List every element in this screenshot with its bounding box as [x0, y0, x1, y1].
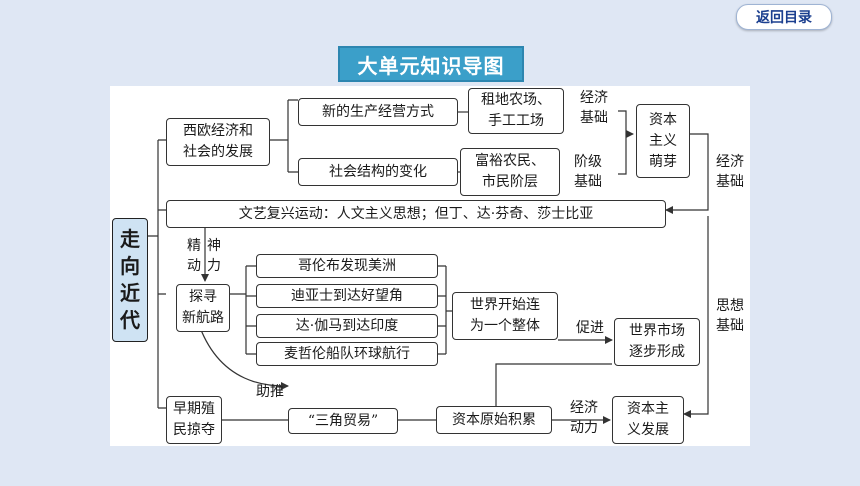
- node-west-europe: 西欧经济和 社会的发展: [166, 118, 270, 166]
- node-world-market-text: 世界市场 逐步形成: [629, 323, 685, 360]
- node-rent-farms: 租地农场、 手工工场: [468, 88, 564, 134]
- node-dias-text: 迪亚士到达好望角: [291, 287, 403, 304]
- to-sprout-line-bottom: [618, 134, 627, 175]
- node-columbus-text: 哥伦布发现美洲: [298, 257, 396, 274]
- node-world-connected-text: 世界开始连 为一个整体: [470, 297, 540, 334]
- accumulation-up-line: [495, 363, 612, 406]
- label-thought-basis: 思想 基础: [716, 298, 744, 334]
- exploration-branch-line: [230, 265, 256, 355]
- node-rich-farmers-text: 富裕农民、 市民阶层: [475, 153, 545, 190]
- voyages-merge-line: [438, 265, 452, 355]
- node-exploration-text: 探寻 新航路: [182, 289, 224, 326]
- node-rich-farmers: 富裕农民、 市民阶层: [460, 148, 560, 196]
- node-capitalism-sprout: 资本 主义 萌芽: [636, 104, 690, 178]
- label-econ-drive: 经济 动力: [570, 400, 598, 436]
- sprout-to-renaissance-arrow: [665, 133, 709, 214]
- node-gama: 达·伽马到达印度: [256, 314, 438, 338]
- label-econ-basis-1: 经济 基础: [580, 90, 608, 126]
- label-assist: 助推: [256, 384, 284, 400]
- mind-map-canvas: 走 向 近 代 西欧经济和 社会的发展 新的生产经营方式 租地农场、 手工工场 …: [110, 86, 750, 446]
- node-social-change: 社会结构的变化: [298, 158, 458, 186]
- label-spirit-drive: 精神 动力: [187, 238, 227, 274]
- side-title-text: 走 向 近 代: [120, 227, 140, 332]
- back-to-contents-button[interactable]: 返回目录: [736, 4, 832, 30]
- label-promote: 促进: [576, 320, 604, 336]
- node-primitive-accumulation-text: 资本原始积累: [452, 411, 536, 428]
- node-capitalism-dev: 资本主 义发展: [612, 396, 684, 444]
- node-dias: 迪亚士到达好望角: [256, 284, 438, 308]
- to-sprout-line-top: [618, 110, 627, 134]
- node-colonial: 早期殖 民掠夺: [166, 396, 222, 444]
- node-magellan-text: 麦哲伦船队环球航行: [284, 345, 410, 362]
- side-bracket-line: [148, 139, 166, 409]
- thought-basis-arrow: [683, 216, 709, 418]
- side-title-box: 走 向 近 代: [112, 218, 148, 342]
- node-rent-farms-text: 租地农场、 手工工场: [481, 92, 551, 129]
- node-exploration: 探寻 新航路: [176, 284, 230, 332]
- node-new-production-text: 新的生产经营方式: [322, 103, 434, 120]
- node-world-connected: 世界开始连 为一个整体: [452, 292, 558, 340]
- node-triangle-trade-text: “三角贸易”: [307, 412, 379, 429]
- assist-curve-arrow: [197, 321, 289, 390]
- node-world-market: 世界市场 逐步形成: [614, 318, 700, 366]
- label-class-basis: 阶级 基础: [574, 154, 602, 190]
- node-west-europe-text: 西欧经济和 社会的发展: [183, 123, 253, 160]
- node-columbus: 哥伦布发现美洲: [256, 254, 438, 278]
- node-colonial-text: 早期殖 民掠夺: [173, 401, 215, 438]
- node-renaissance: 文艺复兴运动：人文主义思想；但丁、达·芬奇、莎士比亚: [166, 200, 666, 228]
- node-triangle-trade: “三角贸易”: [288, 408, 398, 434]
- node-gama-text: 达·伽马到达印度: [295, 317, 399, 334]
- label-econ-basis-2: 经济 基础: [716, 154, 744, 190]
- page-title: 大单元知识导图: [338, 46, 524, 82]
- node-capitalism-sprout-text: 资本 主义 萌芽: [649, 111, 677, 170]
- node-renaissance-text: 文艺复兴运动：人文主义思想；但丁、达·芬奇、莎士比亚: [238, 205, 594, 222]
- node-new-production: 新的生产经营方式: [298, 98, 458, 126]
- node-social-change-text: 社会结构的变化: [329, 163, 427, 180]
- node-capitalism-dev-text: 资本主 义发展: [627, 401, 669, 438]
- node-primitive-accumulation: 资本原始积累: [436, 406, 552, 434]
- west-branch-line: [270, 99, 298, 173]
- node-magellan: 麦哲伦船队环球航行: [256, 342, 438, 366]
